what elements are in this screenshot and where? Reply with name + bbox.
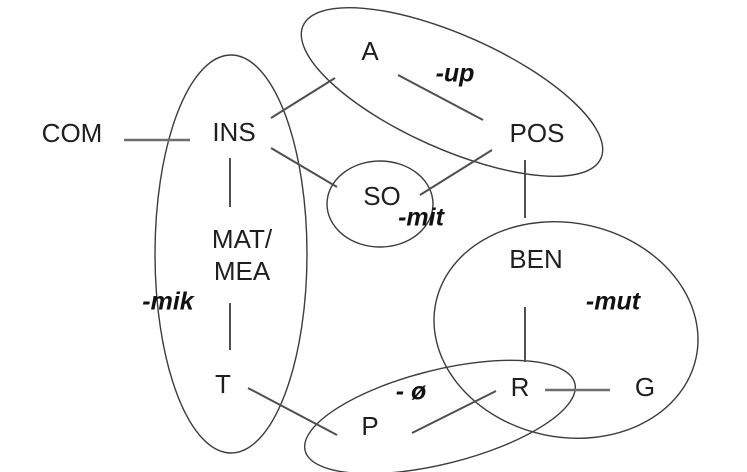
group-ellipse-zero: [303, 359, 577, 472]
edge-ins-a: [270, 77, 336, 119]
group-ellipse-mit: [326, 160, 434, 248]
node-t: T: [215, 369, 231, 399]
suffix-mik: -mik: [142, 287, 194, 316]
edge-a-pos: [397, 74, 484, 121]
suffix-up: -up: [435, 59, 475, 88]
node-pos: POS: [509, 118, 565, 148]
node-so: SO: [363, 181, 401, 211]
group-ellipse-mut: [433, 221, 699, 439]
node-ins: INS: [212, 117, 256, 147]
node-ben: BEN: [509, 244, 563, 274]
edge-ins-so: [270, 147, 338, 188]
node-p: P: [361, 411, 379, 441]
group-ellipse-up: [300, 6, 604, 178]
suffix-zero: - ø: [395, 377, 427, 406]
edge-so-pos: [419, 149, 493, 196]
node-mat-mea: MAT/ MEA: [211, 224, 273, 286]
edge-t-p: [247, 387, 338, 436]
node-r: R: [510, 372, 530, 402]
node-a: A: [361, 36, 379, 66]
suffix-mut: -mut: [585, 287, 641, 316]
group-ellipse-mik: [154, 54, 308, 454]
node-com: COM: [41, 118, 103, 148]
node-g: G: [634, 372, 656, 402]
suffix-mit: -mit: [398, 203, 444, 232]
edge-p-r: [411, 390, 497, 434]
